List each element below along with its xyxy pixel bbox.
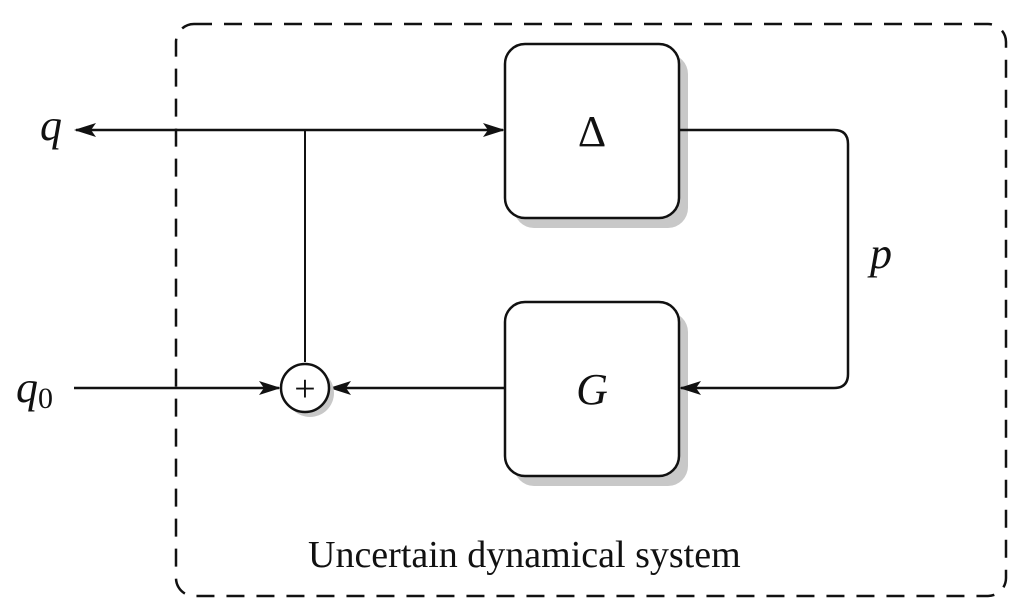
q0-label: q0: [16, 363, 53, 415]
g-block: G: [503, 300, 688, 486]
p-signal-path: [679, 128, 850, 395]
g-block-label: G: [576, 365, 608, 414]
p-label: p: [867, 229, 892, 278]
summing-junction: +: [279, 362, 334, 417]
system-boundary: [174, 22, 1008, 598]
summing-junction-symbol: +: [294, 368, 315, 410]
q0-label-subscript: 0: [38, 382, 53, 415]
q0-label-base: q: [16, 363, 38, 412]
boundary-caption: Uncertain dynamical system: [308, 534, 741, 576]
summing-junction-circle: [279, 362, 331, 414]
q-label: q: [40, 101, 62, 150]
delta-block: Δ: [503, 42, 688, 228]
delta-block-label: Δ: [578, 107, 606, 156]
